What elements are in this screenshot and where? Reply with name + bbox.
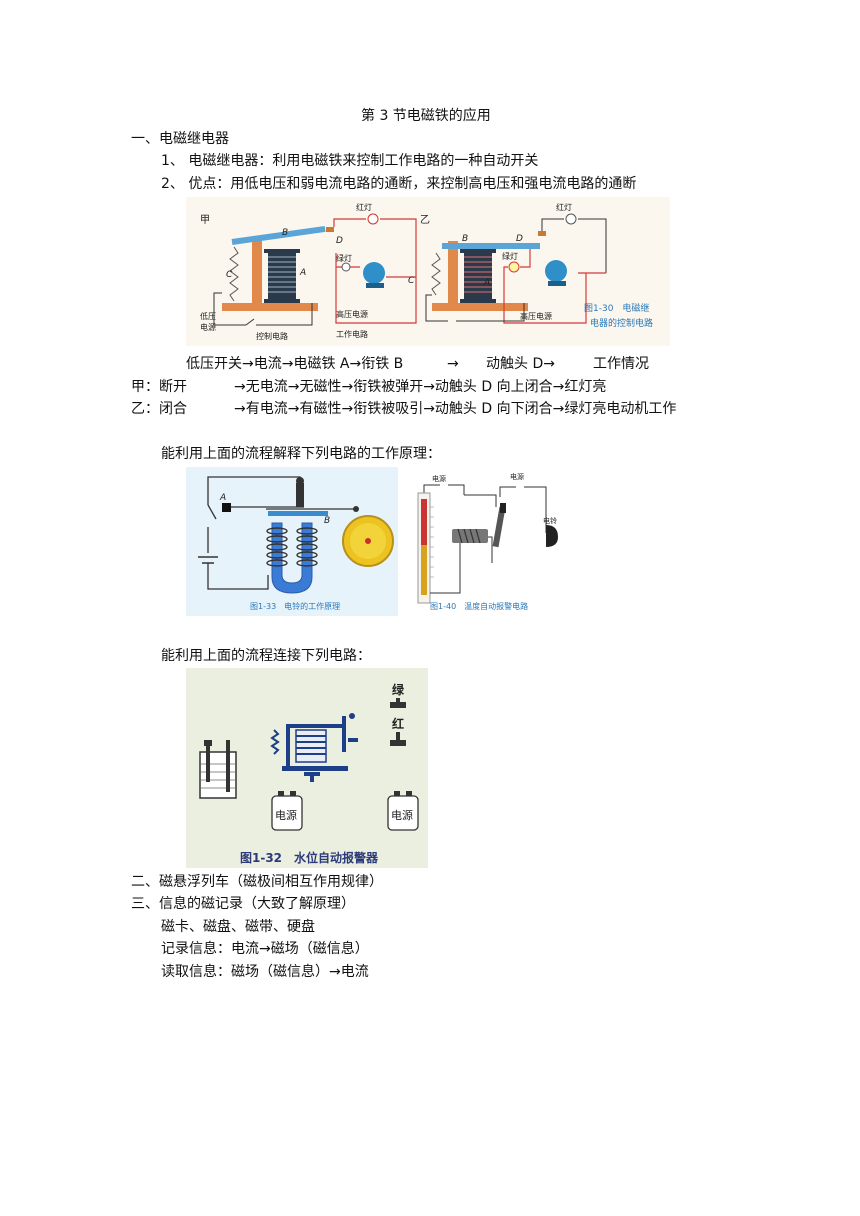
bell-label-b: B <box>324 516 330 526</box>
label-green-lamp-2: 绿灯 <box>502 251 518 261</box>
label-red-lamp-2: 红灯 <box>556 202 572 212</box>
label-red: 红 <box>392 716 404 731</box>
figure-alarm-caption: 图1-40 温度自动报警电路 <box>430 601 528 611</box>
label-d-2: D <box>516 234 523 244</box>
item-2: 2、 优点：用低电压和弱电流电路的通断，来控制高电压和强电流电路的通断 <box>161 176 637 192</box>
figure-relay-control-circuit: 甲 C B A D 红灯 绿灯 <box>186 197 670 346</box>
figure-water-level-alarm: 绿 红 电源 <box>186 668 428 868</box>
label-b-2: B <box>462 234 468 244</box>
label-low-voltage-1: 低压 <box>200 311 216 321</box>
item-1: 1、 电磁继电器：利用电磁铁来控制工作电路的一种自动开关 <box>161 153 539 169</box>
battery-label-2: 电源 <box>391 808 413 822</box>
section-3-line-1: 磁卡、磁盘、磁带、硬盘 <box>161 919 315 935</box>
label-green-lamp: 绿灯 <box>336 253 352 263</box>
label-a: A <box>299 268 306 278</box>
section-1-heading: 一、电磁继电器 <box>131 131 229 147</box>
label-high-voltage-2: 高压电源 <box>520 311 552 321</box>
label-b: B <box>282 228 288 238</box>
flow-jia-chain: →无电流→无磁性→衔铁被弹开→动触头 D 向上闭合→红灯亮 <box>234 379 607 395</box>
label-c: C <box>226 270 233 280</box>
explain-prompt: 能利用上面的流程解释下列电路的工作原理： <box>161 446 441 462</box>
label-control-circuit: 控制电路 <box>256 331 288 341</box>
flow-yi: 乙：闭合 →有电流→有磁性→衔铁被吸引→动触头 D 向下闭合→绿灯亮电动机工作 <box>131 399 676 419</box>
flow-header-arrow: → <box>447 356 459 372</box>
section-3-line-3: 读取信息：磁场（磁信息）→电流 <box>161 964 369 980</box>
figure-water-caption: 图1-32 水位自动报警器 <box>240 850 379 865</box>
label-jia: 甲 <box>200 215 210 226</box>
section-2-heading: 二、磁悬浮列车（磁极间相互作用规律） <box>131 874 383 890</box>
label-low-voltage-2: 电源 <box>200 322 216 332</box>
flow-header: 低压开关→电流→电磁铁 A→衔铁 B → 动触头 D→ 工作情况 <box>186 354 649 374</box>
label-high-voltage: 高压电源 <box>336 309 368 319</box>
alarm-power-label-1: 电源 <box>432 474 446 483</box>
label-red-lamp: 红灯 <box>356 202 372 212</box>
section-3-heading: 三、信息的磁记录（大致了解原理） <box>131 896 355 912</box>
label-work-circuit: 工作电路 <box>336 329 368 339</box>
page-title: 第 3 节电磁铁的应用 <box>361 108 491 124</box>
label-a-2: A <box>483 278 490 288</box>
figure-bell-caption: 图1-33 电铃的工作原理 <box>250 601 340 611</box>
flow-jia: 甲：断开 →无电流→无磁性→衔铁被弹开→动触头 D 向上闭合→红灯亮 <box>131 377 606 397</box>
bell-label-a: A <box>219 493 226 503</box>
figure-1-caption-line-1: 图1-30 电磁继 <box>584 302 649 314</box>
battery-label-1: 电源 <box>275 808 297 822</box>
figure-electric-bell: A B 图1-33 电铃的工作原理 <box>186 467 398 616</box>
flow-header-status: 工作情况 <box>593 356 649 372</box>
flow-yi-chain: →有电流→有磁性→衔铁被吸引→动触头 D 向下闭合→绿灯亮电动机工作 <box>234 401 677 417</box>
figure-temperature-alarm: 电源 电源 电铃 图1-40 温度自动报警电路 <box>400 467 570 616</box>
alarm-bell-label: 电铃 <box>543 516 557 525</box>
flow-header-contact: 动触头 D→ <box>486 356 555 372</box>
flow-yi-state: 乙：闭合 <box>131 401 187 417</box>
flow-jia-state: 甲：断开 <box>131 379 187 395</box>
flow-header-chain: 低压开关→电流→电磁铁 A→衔铁 B <box>186 356 404 372</box>
label-d: D <box>336 236 343 246</box>
connect-prompt: 能利用上面的流程连接下列电路： <box>161 648 371 664</box>
figure-1-caption-line-2: 电器的控制电路 <box>590 317 653 329</box>
alarm-power-label-2: 电源 <box>510 472 524 481</box>
label-c-2: C <box>408 276 415 286</box>
label-green: 绿 <box>392 682 405 697</box>
section-3-line-2: 记录信息：电流→磁场（磁信息） <box>161 941 369 957</box>
label-yi: 乙 <box>420 214 430 226</box>
